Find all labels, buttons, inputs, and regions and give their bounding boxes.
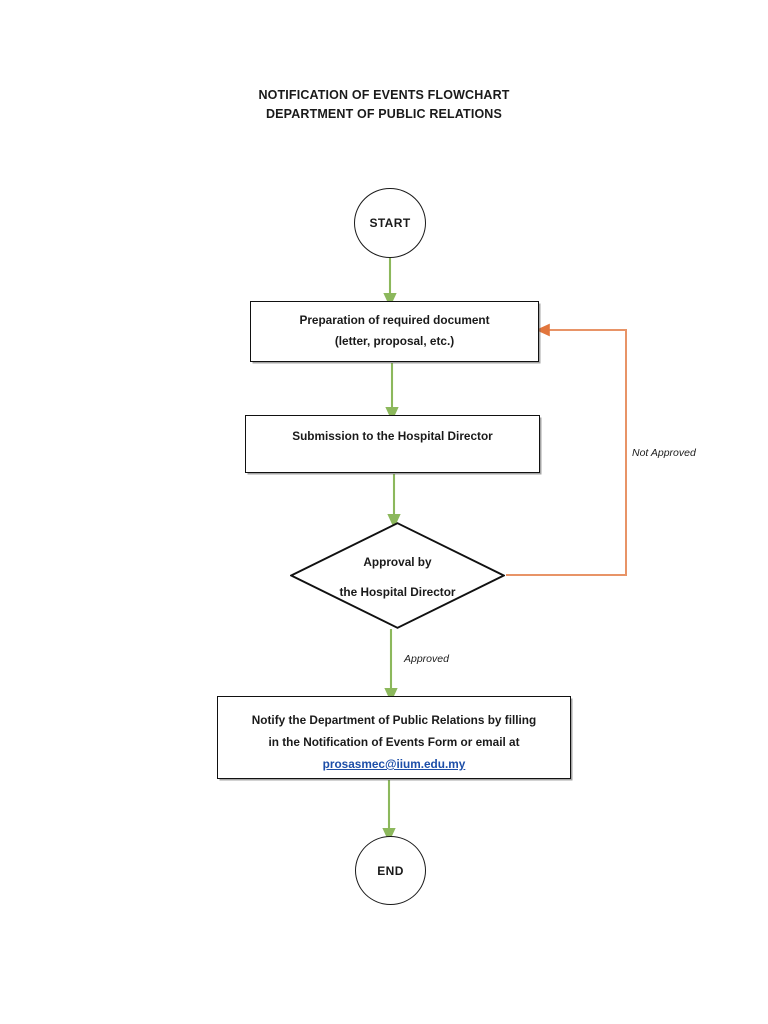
node-notify-email-line: prosasmec@iium.edu.my bbox=[226, 753, 562, 775]
node-notify-line-1: Notify the Department of Public Relation… bbox=[251, 713, 537, 727]
node-decision-line-2: the Hospital Director bbox=[339, 585, 456, 599]
email-link[interactable]: prosasmec@iium.edu.my bbox=[322, 757, 466, 771]
node-start-label: START bbox=[369, 216, 411, 230]
node-preparation-line-2: (letter, proposal, etc.) bbox=[334, 333, 455, 348]
decision-diamond-shape bbox=[290, 522, 505, 629]
node-preparation[interactable]: Preparation of required document (letter… bbox=[250, 301, 539, 362]
edge-label-not-approved: Not Approved bbox=[632, 447, 696, 459]
title-line-1: NOTIFICATION OF EVENTS FLOWCHART bbox=[258, 88, 510, 102]
edge-label-approved: Approved bbox=[404, 653, 449, 665]
node-submission-text: Submission to the Hospital Director bbox=[246, 416, 539, 447]
node-notify-public-relations[interactable]: Notify the Department of Public Relation… bbox=[217, 696, 571, 779]
node-decision-text: Approval by the Hospital Director bbox=[290, 522, 505, 629]
node-preparation-text: Preparation of required document (letter… bbox=[251, 310, 538, 354]
node-notify-line-2: in the Notification of Events Form or em… bbox=[268, 735, 520, 749]
node-notify-text: Notify the Department of Public Relation… bbox=[218, 697, 570, 775]
node-submission-line-1: Submission to the Hospital Director bbox=[292, 429, 493, 443]
node-submission[interactable]: Submission to the Hospital Director bbox=[245, 415, 540, 473]
node-end[interactable]: END bbox=[355, 836, 426, 905]
node-end-label: END bbox=[377, 863, 404, 878]
title-line-2: DEPARTMENT OF PUBLIC RELATIONS bbox=[266, 107, 502, 121]
node-decision-line-1: Approval by bbox=[363, 555, 432, 569]
node-decision-approval[interactable]: Approval by the Hospital Director bbox=[290, 522, 505, 629]
node-preparation-line-1: Preparation of required document bbox=[299, 312, 490, 327]
page-title: NOTIFICATION OF EVENTS FLOWCHART DEPARTM… bbox=[0, 86, 768, 124]
node-start[interactable]: START bbox=[354, 188, 426, 258]
